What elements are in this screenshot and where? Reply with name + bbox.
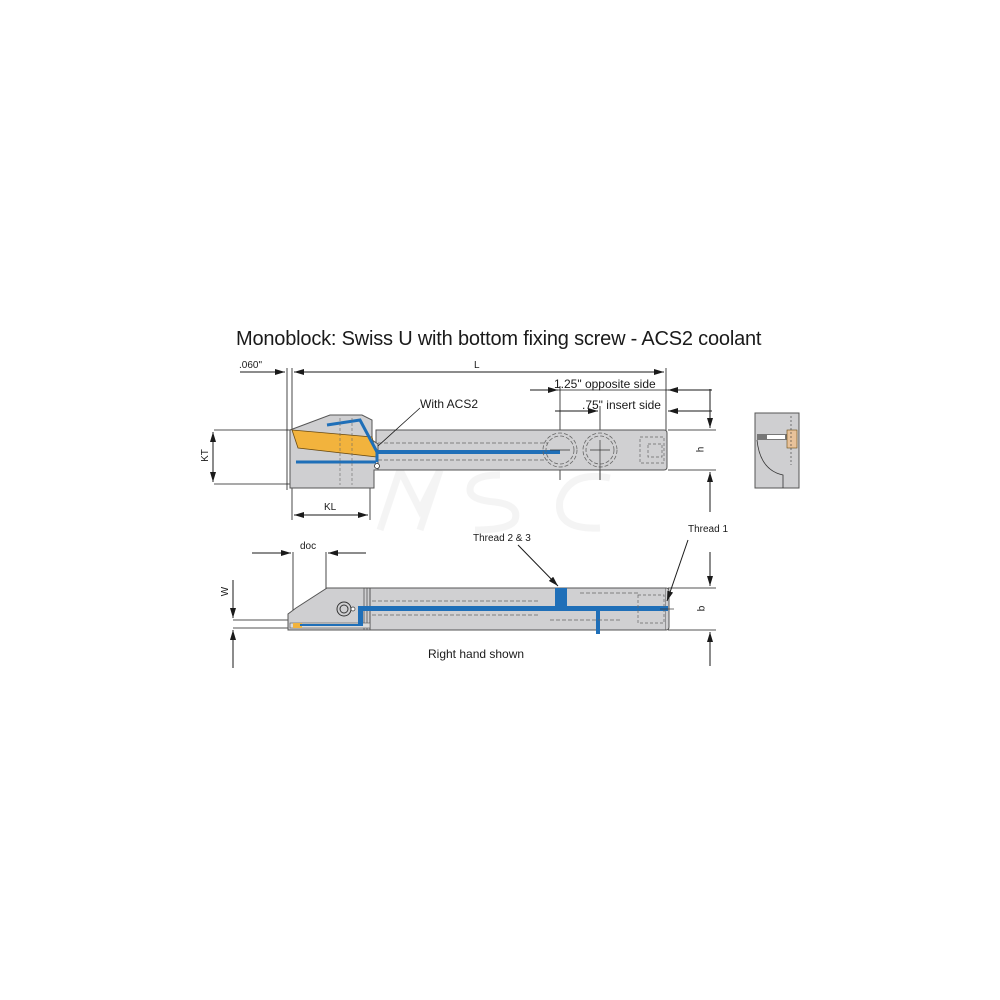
- dim-doc-label: doc: [300, 541, 317, 552]
- dim-kl-label: KL: [324, 502, 337, 513]
- side-view: [230, 539, 716, 668]
- dim-h-label: h: [695, 446, 707, 453]
- right-hand-caption: Right hand shown: [428, 647, 525, 661]
- dim-b-label: b: [696, 605, 708, 612]
- top-view: [210, 368, 716, 520]
- dim-w-label: W: [220, 586, 232, 597]
- dim-insert-side-label: .75" insert side: [582, 398, 661, 412]
- thread-1-label: Thread 1: [688, 524, 729, 535]
- end-view: [754, 412, 800, 489]
- dim-length-label: L: [474, 360, 480, 371]
- thread-2-3-label: Thread 2 & 3: [473, 533, 531, 544]
- acs2-callout-label: With ACS2: [420, 397, 479, 411]
- dim-kt-label: KT: [199, 449, 211, 462]
- diagram-title: Monoblock: Swiss U with bottom fixing sc…: [236, 328, 762, 350]
- watermark: [376, 460, 611, 534]
- dim-opposite-side-label: 1.25" opposite side: [554, 377, 656, 391]
- dim-offset-label: .060": [239, 360, 263, 371]
